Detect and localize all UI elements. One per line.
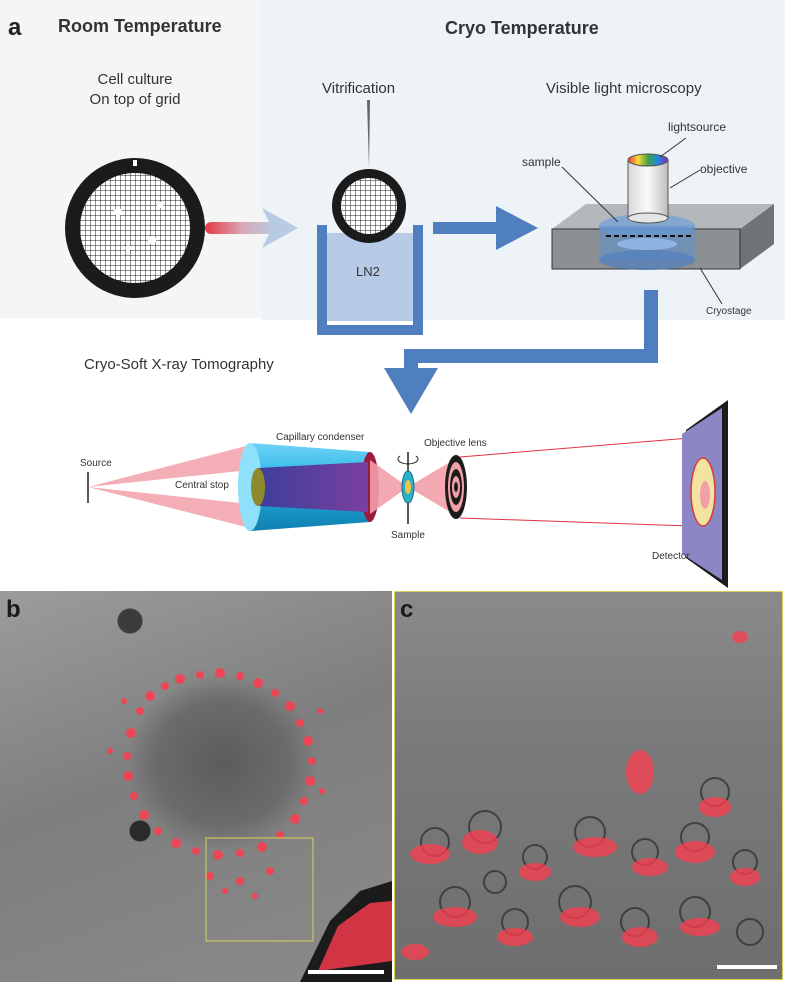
sample-holder-icon bbox=[397, 452, 419, 524]
cell-culture-line1: Cell culture bbox=[97, 71, 173, 88]
capillary-condenser-icon bbox=[238, 443, 379, 531]
cryostage-label: Cryostage bbox=[706, 306, 752, 317]
arrow-right-icon bbox=[433, 206, 538, 250]
source-label: Source bbox=[80, 458, 112, 469]
cell-culture-label: Cell culture On top of grid bbox=[60, 70, 210, 110]
vitrification-label: Vitrification bbox=[322, 80, 396, 97]
cryo-temperature-title: Cryo Temperature bbox=[445, 18, 599, 38]
central-stop-label: Central stop bbox=[175, 480, 229, 491]
cell-culture-line2: On top of grid bbox=[89, 91, 181, 108]
detector-label: Detector bbox=[652, 551, 690, 562]
cryo-sxt-label: Cryo-Soft X-ray Tomography bbox=[84, 356, 274, 373]
lightsource-label: lightsource bbox=[668, 120, 727, 134]
workflow-diagram bbox=[65, 100, 774, 414]
zone-plate-icon bbox=[445, 455, 467, 519]
em-grid-large bbox=[65, 158, 205, 298]
detector-icon bbox=[682, 400, 728, 588]
xray-tomography-schematic bbox=[87, 400, 728, 588]
objective-lens-label: Objective lens bbox=[424, 438, 487, 449]
panel-a-label: a bbox=[8, 14, 22, 41]
sample-xray-label: Sample bbox=[391, 530, 425, 541]
zoom-region-box bbox=[205, 837, 314, 942]
fluorescence-overlay-b bbox=[107, 668, 392, 982]
objective-lens-icon bbox=[627, 153, 669, 224]
room-temperature-title: Room Temperature bbox=[58, 16, 222, 36]
transfer-arrow-icon bbox=[205, 208, 298, 248]
fluorescence-overlay-c bbox=[401, 631, 777, 969]
scale-bar-c bbox=[717, 965, 777, 969]
micrograph-panel-b bbox=[0, 591, 392, 982]
panel-b-label: b bbox=[6, 596, 21, 623]
ln2-label: LN2 bbox=[356, 264, 380, 279]
panel-c-label: c bbox=[400, 596, 414, 623]
objective-label: objective bbox=[700, 162, 748, 176]
vlm-label: Visible light microscopy bbox=[546, 80, 702, 97]
capillary-condenser-label: Capillary condenser bbox=[276, 432, 365, 443]
arrow-down-icon bbox=[384, 290, 658, 414]
scale-bar-b bbox=[308, 970, 384, 974]
sample-label: sample bbox=[522, 155, 561, 169]
micrograph-panel-c bbox=[394, 591, 783, 980]
plunge-freezer-icon bbox=[317, 100, 423, 335]
